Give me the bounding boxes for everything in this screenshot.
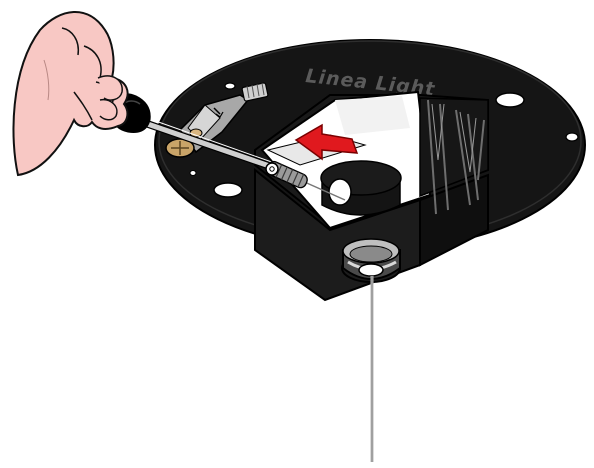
cable-boss	[321, 161, 401, 215]
hand-icon	[13, 12, 127, 175]
cable-grip-icon	[342, 239, 400, 282]
